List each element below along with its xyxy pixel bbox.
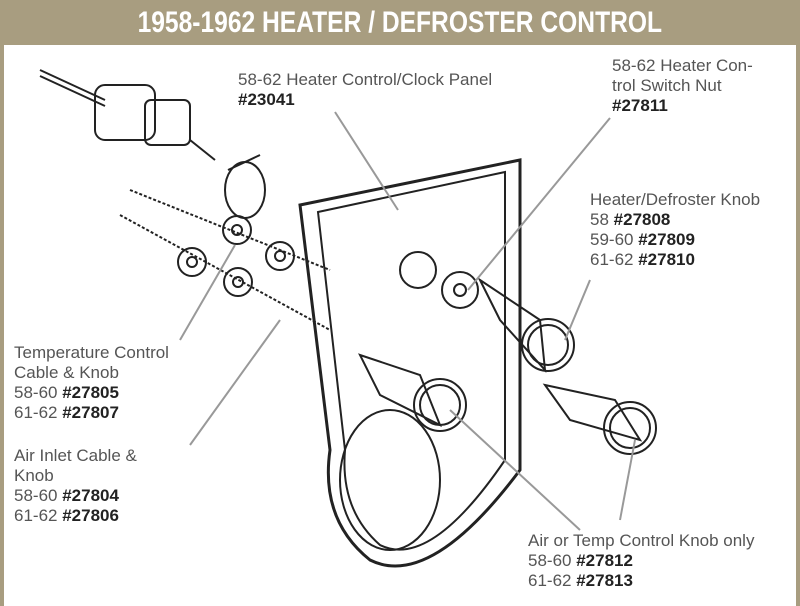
years: 59-60 <box>590 230 634 249</box>
callout-text: 58-62 Heater Control/Clock Panel <box>238 70 493 89</box>
callout-text: trol Switch Nut <box>612 76 722 95</box>
callout-text: 58-62 Heater Con- <box>612 56 753 75</box>
callout-air-temp-knob: Air or Temp Control Knob only 58-60 #278… <box>528 531 754 591</box>
title-text: 1958-1962 HEATER / DEFROSTER CONTROL <box>137 6 663 39</box>
callout-text: Knob <box>14 466 54 485</box>
part-number: #27808 <box>613 210 671 229</box>
control-panel <box>298 158 522 568</box>
part-number: #27805 <box>62 383 119 402</box>
part-number: #27804 <box>62 486 119 505</box>
part-number: #27806 <box>62 506 119 525</box>
years: 61-62 <box>14 403 58 422</box>
callout-text: Air or Temp Control Knob only <box>528 531 755 550</box>
callout-text: Heater/Defroster Knob <box>590 190 761 209</box>
years: 58 <box>590 210 609 229</box>
years: 58-60 <box>14 383 58 402</box>
callout-air-inlet: Air Inlet Cable & Knob 58-60 #27804 61-6… <box>14 446 137 526</box>
years: 58-60 <box>14 486 58 505</box>
years: 61-62 <box>528 571 572 590</box>
part-number: #23041 <box>238 90 295 109</box>
part-number: #27813 <box>576 571 633 590</box>
callout-panel: 58-62 Heater Control/Clock Panel #23041 <box>238 70 492 110</box>
leader-lines <box>179 111 636 531</box>
years: 61-62 <box>590 250 634 269</box>
part-number: #27810 <box>638 250 695 269</box>
part-number: #27809 <box>638 230 695 249</box>
callout-text: Temperature Control <box>14 343 169 362</box>
part-number: #27807 <box>62 403 119 422</box>
callout-temp-cable: Temperature Control Cable & Knob 58-60 #… <box>14 343 169 423</box>
knobs <box>358 251 657 455</box>
page-title: 1958-1962 HEATER / DEFROSTER CONTROL <box>0 0 800 45</box>
callout-switch-nut: 58-62 Heater Con- trol Switch Nut #27811 <box>612 56 753 116</box>
callout-text: Cable & Knob <box>14 363 119 382</box>
part-number: #27811 <box>612 96 668 115</box>
nuts <box>177 215 295 297</box>
years: 61-62 <box>14 506 58 525</box>
years: 58-60 <box>528 551 572 570</box>
part-number: #27812 <box>576 551 633 570</box>
switch-body <box>94 84 266 219</box>
callout-defroster-knob: Heater/Defroster Knob 58 #27808 59-60 #2… <box>590 190 760 270</box>
callout-text: Air Inlet Cable & <box>14 446 137 465</box>
